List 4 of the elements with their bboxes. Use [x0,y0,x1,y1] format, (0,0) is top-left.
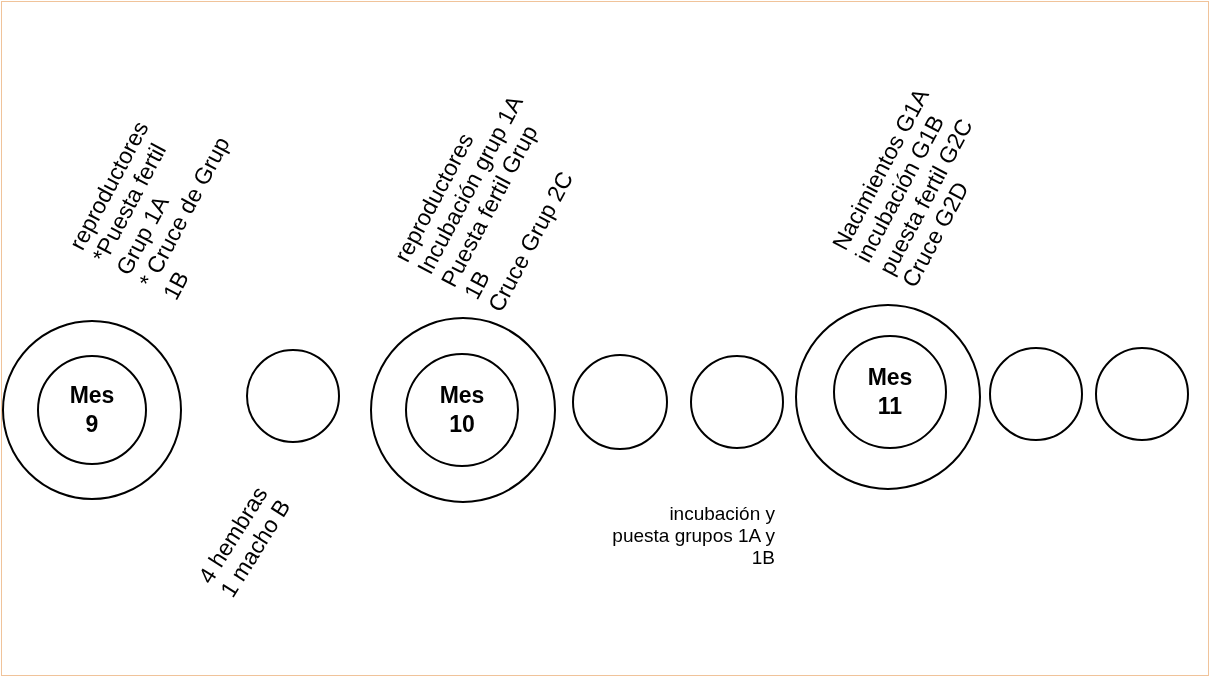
month-label: Mes 11 [866,363,914,421]
annotation-text: incubación y puesta grupos 1A y 1B [611,503,775,569]
month-label: Mes 9 [68,381,116,439]
month-label: Mes 10 [438,381,486,439]
